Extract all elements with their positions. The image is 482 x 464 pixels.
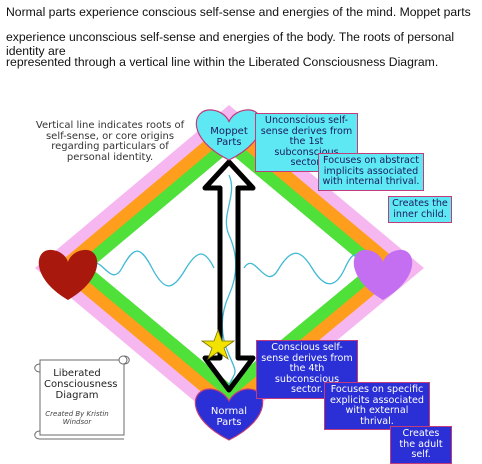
normal-heart — [194, 388, 264, 441]
inner-white — [91, 152, 368, 383]
adult-self-box: Creates the adult self. — [390, 426, 452, 464]
scroll-graphic — [34, 355, 130, 440]
moppet-parts-label: Moppet Parts — [210, 126, 248, 148]
right-wave — [243, 252, 369, 285]
specific-box: Focuses on specific explicits associated… — [324, 382, 430, 430]
conscious-box: Conscious self-sense derives from the 4t… — [256, 340, 358, 399]
intro-line-1: Normal parts experience conscious self-s… — [6, 5, 471, 19]
intro-line-3: represented through a vertical line with… — [6, 55, 439, 69]
inner-child-box: Creates the inner child. — [388, 196, 452, 223]
vertical-arrow — [202, 159, 256, 393]
left-wave — [89, 250, 215, 287]
star — [200, 328, 236, 361]
abstract-box: Focuses on abstract implicits associated… — [318, 153, 424, 191]
intro-line-2: experience unconscious self-sense and en… — [6, 30, 455, 58]
vertical-wave — [221, 174, 237, 386]
scroll-credit: Created By Kristin Windsor — [45, 410, 109, 426]
left-heart — [38, 249, 98, 300]
scroll-title: Liberated Consciousness Diagram — [44, 368, 118, 401]
normal-parts-label: Normal Parts — [210, 406, 248, 428]
right-heart — [353, 249, 413, 300]
vertical-line-note: Vertical line indicates roots of self-se… — [35, 120, 185, 163]
